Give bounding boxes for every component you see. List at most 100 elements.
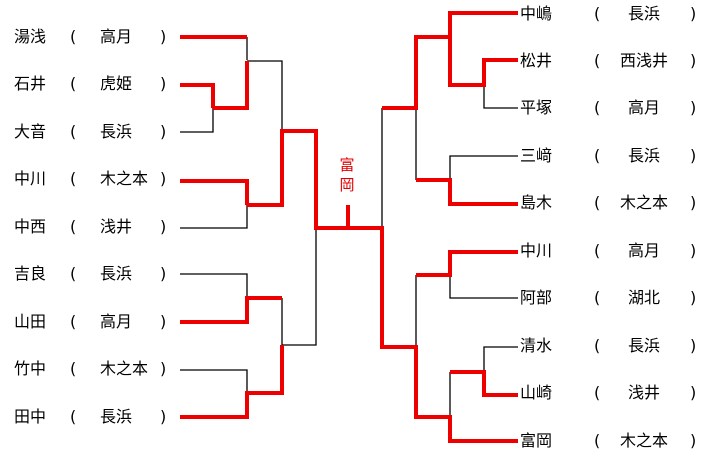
winner-lines bbox=[180, 11, 518, 443]
school-name: 高月 bbox=[100, 312, 133, 331]
school-name: 木之本 bbox=[100, 359, 149, 378]
paren-close: ) bbox=[690, 193, 697, 212]
bracket-line bbox=[282, 228, 317, 346]
paren-open: ( bbox=[594, 288, 601, 307]
player-name: 松井 bbox=[520, 51, 553, 70]
school-name: 長浜 bbox=[628, 4, 661, 23]
paren-open: ( bbox=[70, 264, 77, 283]
bracket-line bbox=[247, 60, 283, 131]
winner-path bbox=[448, 37, 518, 87]
player-name: 竹中 bbox=[14, 359, 47, 378]
school-name: 浅井 bbox=[100, 217, 133, 236]
paren-open: ( bbox=[70, 312, 77, 331]
winner-path bbox=[180, 296, 282, 324]
paren-open: ( bbox=[594, 4, 601, 23]
winner-path bbox=[247, 129, 348, 230]
champion-char-2: 岡 bbox=[339, 176, 355, 194]
paren-open: ( bbox=[594, 98, 601, 117]
paren-close: ) bbox=[160, 169, 167, 188]
paren-close: ) bbox=[160, 122, 167, 141]
paren-open: ( bbox=[594, 241, 601, 260]
paren-open: ( bbox=[594, 146, 601, 165]
player-name: 大音 bbox=[14, 122, 47, 141]
winner-path bbox=[348, 226, 518, 443]
paren-open: ( bbox=[70, 74, 77, 93]
player-name: 中川 bbox=[520, 241, 553, 260]
paren-close: ) bbox=[160, 27, 167, 46]
champion-label: 富 岡 bbox=[336, 155, 358, 195]
bracket-line bbox=[180, 369, 248, 393]
school-name: 長浜 bbox=[100, 264, 133, 283]
bracket-line bbox=[180, 273, 248, 298]
paren-close: ) bbox=[690, 383, 697, 402]
player-name: 中西 bbox=[14, 217, 47, 236]
paren-close: ) bbox=[160, 407, 167, 426]
paren-open: ( bbox=[594, 431, 601, 450]
bracket-line bbox=[449, 155, 518, 180]
school-name: 長浜 bbox=[100, 407, 133, 426]
player-name: 三﨑 bbox=[520, 146, 553, 165]
school-name: 湖北 bbox=[628, 288, 661, 307]
winner-path bbox=[213, 61, 249, 110]
player-name: 山崎 bbox=[520, 383, 553, 402]
paren-close: ) bbox=[690, 146, 697, 165]
school-name: 木之本 bbox=[100, 169, 149, 188]
paren-open: ( bbox=[70, 169, 77, 188]
bracket-line bbox=[180, 108, 214, 133]
winner-path bbox=[180, 179, 249, 205]
player-name: 清水 bbox=[520, 336, 553, 355]
bracket-line bbox=[483, 346, 518, 370]
paren-close: ) bbox=[690, 98, 697, 117]
paren-open: ( bbox=[594, 51, 601, 70]
winner-path bbox=[416, 178, 518, 206]
bracket-line bbox=[180, 205, 248, 229]
paren-close: ) bbox=[690, 288, 697, 307]
player-name: 富岡 bbox=[520, 431, 553, 450]
school-name: 西浅井 bbox=[620, 51, 669, 70]
paren-open: ( bbox=[594, 193, 601, 212]
paren-close: ) bbox=[690, 336, 697, 355]
winner-path bbox=[180, 345, 284, 419]
paren-close: ) bbox=[690, 241, 697, 260]
player-name: 中嶋 bbox=[520, 4, 553, 23]
winner-path bbox=[180, 83, 215, 108]
bracket-line bbox=[483, 60, 518, 109]
paren-close: ) bbox=[690, 51, 697, 70]
player-name: 山田 bbox=[14, 312, 47, 331]
paren-close: ) bbox=[690, 4, 697, 23]
paren-close: ) bbox=[690, 431, 697, 450]
paren-close: ) bbox=[160, 312, 167, 331]
bracket-line bbox=[449, 252, 518, 299]
paren-open: ( bbox=[70, 217, 77, 236]
school-name: 虎姫 bbox=[100, 74, 133, 93]
paren-open: ( bbox=[594, 383, 601, 402]
player-name: 中川 bbox=[14, 169, 47, 188]
school-name: 長浜 bbox=[628, 146, 661, 165]
paren-open: ( bbox=[594, 336, 601, 355]
player-name: 島木 bbox=[520, 193, 553, 212]
player-name: 田中 bbox=[14, 407, 47, 426]
school-name: 高月 bbox=[628, 98, 661, 117]
paren-open: ( bbox=[70, 407, 77, 426]
school-name: 高月 bbox=[100, 27, 133, 46]
school-name: 高月 bbox=[628, 241, 661, 260]
school-name: 木之本 bbox=[620, 193, 669, 212]
winner-path bbox=[416, 250, 518, 277]
school-name: 木之本 bbox=[620, 431, 669, 450]
paren-close: ) bbox=[160, 359, 167, 378]
winner-path bbox=[382, 11, 518, 110]
school-name: 長浜 bbox=[100, 122, 133, 141]
school-name: 長浜 bbox=[628, 336, 661, 355]
paren-open: ( bbox=[70, 359, 77, 378]
paren-close: ) bbox=[160, 74, 167, 93]
player-name: 阿部 bbox=[520, 288, 553, 307]
paren-close: ) bbox=[160, 264, 167, 283]
paren-open: ( bbox=[70, 122, 77, 141]
winner-path bbox=[450, 370, 518, 397]
player-name: 平塚 bbox=[520, 98, 553, 117]
player-name: 吉良 bbox=[14, 264, 47, 283]
paren-open: ( bbox=[70, 27, 77, 46]
school-name: 浅井 bbox=[628, 383, 661, 402]
player-name: 石井 bbox=[14, 74, 47, 93]
